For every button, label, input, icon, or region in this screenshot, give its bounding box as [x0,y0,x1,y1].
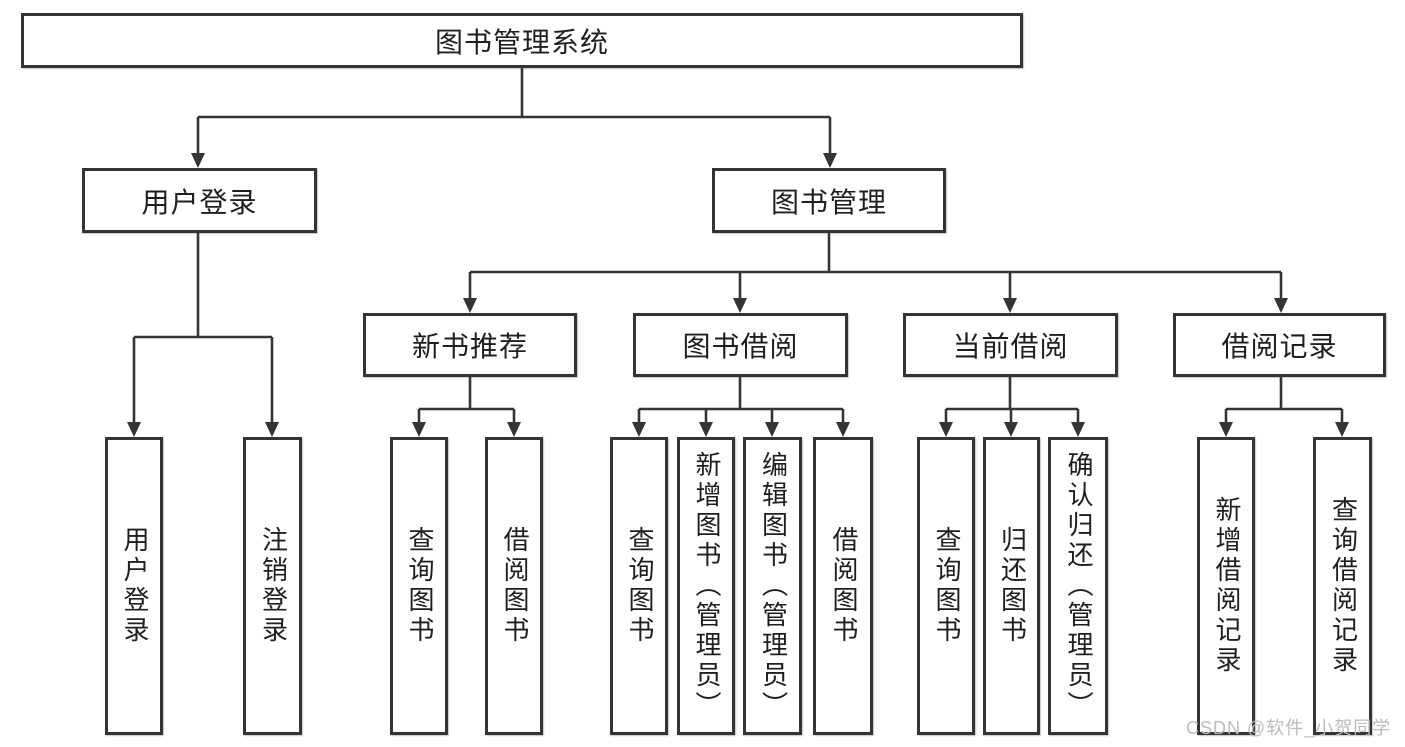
node-borrowing-records: 借阅记录 [1173,313,1386,377]
leaf-label: 确认归还（管理员） [1063,451,1094,721]
leaf-label: 查询借阅记录 [1328,496,1359,676]
leaf-borrow-books: 借阅图书 [485,437,543,735]
leaf-user-login: 用户登录 [105,437,163,735]
leaf-query-books: 查询图书 [917,437,975,735]
leaf-label: 注销登录 [258,526,289,646]
node-book-borrowing: 图书借阅 [633,313,848,377]
leaf-confirm-return-admin: 确认归还（管理员） [1048,437,1108,735]
node-user-login: 用户登录 [82,168,317,233]
leaf-label: 查询图书 [624,526,655,646]
leaf-label: 借阅图书 [499,526,530,646]
leaf-label: 归还图书 [997,526,1028,646]
leaf-label: 查询图书 [404,526,435,646]
leaf-label: 借阅图书 [828,526,859,646]
leaf-label: 新增图书（管理员） [691,451,722,721]
leaf-query-books: 查询图书 [610,437,668,735]
node-current-borrowing: 当前借阅 [903,313,1118,377]
leaf-query-borrow-record: 查询借阅记录 [1313,437,1372,735]
leaf-edit-books-admin: 编辑图书（管理员） [743,437,802,735]
leaf-return-books: 归还图书 [983,437,1040,735]
csdn-watermark: CSDN @软件_小贺同学 [1186,718,1392,738]
leaf-logout: 注销登录 [243,437,302,735]
leaf-label: 编辑图书（管理员） [758,451,789,721]
node-library-management-system: 图书管理系统 [21,13,1023,68]
leaf-query-books: 查询图书 [390,437,448,735]
leaf-add-books-admin: 新增图书（管理员） [677,437,735,735]
leaf-label: 新增借阅记录 [1211,496,1242,676]
node-new-book-recommendation: 新书推荐 [363,313,577,377]
leaf-label: 用户登录 [119,526,150,646]
node-book-management: 图书管理 [712,168,946,233]
leaf-label: 查询图书 [931,526,962,646]
leaf-add-borrow-record: 新增借阅记录 [1197,437,1255,735]
leaf-borrow-books: 借阅图书 [813,437,873,735]
